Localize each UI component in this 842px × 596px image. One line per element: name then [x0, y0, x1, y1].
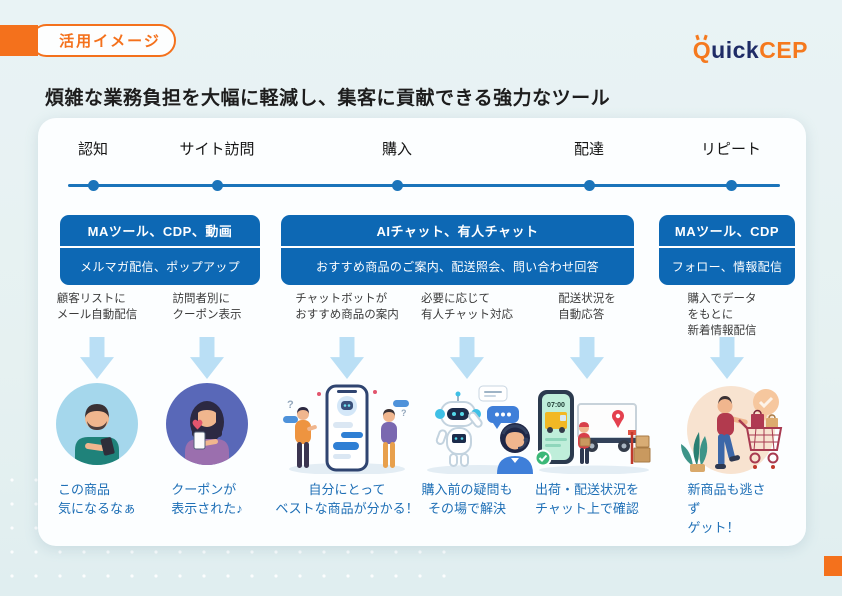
tool-box-ai-chat: AIチャット、有人チャット おすすめ商品のご案内、配送照会、問い合わせ回答 [281, 215, 634, 285]
down-arrow-icon [330, 337, 364, 379]
edge-accent-bar [0, 25, 38, 56]
outcome-caption: 出荷・配送状況を チャット上で確認 [534, 482, 640, 516]
outcome-caption: 購入前の疑問も その場で解決 [421, 482, 513, 516]
outcome-caption: クーポンが 表示された♪ [171, 482, 243, 516]
tool-box-header: AIチャット、有人チャット [281, 215, 634, 248]
outcome-caption: 新商品も逃さず ゲット！ [687, 482, 766, 535]
feature-description: 顧客リストに メール自動配信 [56, 293, 138, 321]
timeline-dot [725, 180, 737, 191]
stage-label-awareness: 認知 [77, 141, 109, 158]
down-arrow-icon [710, 337, 744, 379]
tool-box-body: メルマガ配信、ポップアップ [80, 260, 240, 274]
feature-description: 必要に応じて 有人チャット対応 [421, 293, 513, 321]
timeline-line [68, 184, 780, 187]
tool-box-body: おすすめ商品のご案内、配送照会、問い合わせ回答 [316, 260, 599, 274]
down-arrow-icon [570, 337, 604, 379]
stage-label-purchase: 購入 [381, 141, 413, 158]
stage-label-delivery: 配達 [573, 141, 605, 158]
section-badge-label: 活用イメージ [59, 33, 161, 50]
feature-description: 購入でデータをもとに 新着情報配信 [687, 293, 757, 337]
delivery-time-label: 07:00 [547, 402, 565, 409]
illustration-delivery-tracking: 07:00 [534, 382, 652, 479]
quickcep-logo: QuickCEP [692, 37, 808, 63]
illustration-repeat-shopper [663, 382, 791, 479]
down-arrow-icon [190, 337, 224, 379]
tool-box-header: MAツール、CDP、動画 [60, 215, 260, 248]
illustration-robot-and-human-agent [423, 382, 535, 479]
timeline-dot [211, 180, 223, 191]
feature-description: チャットボットが おすすめ商品の案内 [295, 293, 399, 321]
tool-box-ma-cdp: MAツール、CDP フォロー、情報配信 [659, 215, 795, 285]
feature-description: 配送状況を 自動応答 [558, 293, 616, 321]
stage-label-site-visit: サイト訪問 [179, 141, 255, 158]
illustration-man-browsing-phone [55, 382, 139, 471]
down-arrow-icon [450, 337, 484, 379]
tool-box-header: MAツール、CDP [659, 215, 795, 248]
timeline-dot [583, 180, 595, 191]
timeline-dot [391, 180, 403, 191]
tool-box-body: フォロー、情報配信 [671, 260, 783, 274]
feature-description: 訪問者別に クーポン表示 [172, 293, 242, 321]
logo-q-glyph: Q [692, 37, 712, 63]
question-mark-decoration: ? [401, 408, 407, 418]
stage-label-repeat: リピート [700, 141, 762, 158]
journey-card: 認知 サイト訪問 購入 配達 リピート MAツール、CDP、動画 メルマガ配信、… [38, 118, 806, 546]
page-title: 煩雑な業務負担を大幅に軽減し、集客に貢献できる強力なツール [45, 88, 611, 109]
illustration-chatbot-recommendation: ? ? [281, 382, 413, 479]
corner-accent-decoration [824, 556, 842, 576]
down-arrow-icon [80, 337, 114, 379]
outcome-caption: この商品 気になるなぁ [57, 482, 137, 516]
timeline-dot [87, 180, 99, 191]
tool-box-ma-cdp-video: MAツール、CDP、動画 メルマガ配信、ポップアップ [60, 215, 260, 285]
illustration-woman-received-coupon [165, 382, 249, 471]
section-badge: 活用イメージ [30, 24, 176, 57]
outcome-caption: 自分にとって ベストな商品が分かる！ [275, 482, 419, 516]
question-mark-decoration: ? [287, 399, 294, 411]
